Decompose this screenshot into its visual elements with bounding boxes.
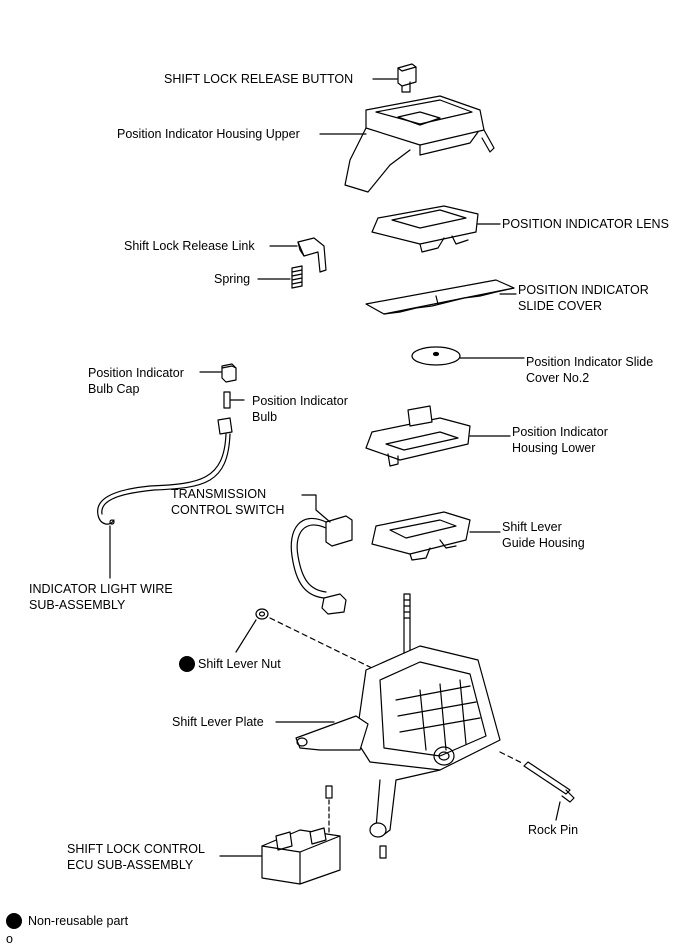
- shift-lever-nut-part: [255, 608, 269, 620]
- label-position-indicator-lens: POSITION INDICATOR LENS: [502, 217, 669, 231]
- bulb-cap-line1: Position Indicator: [88, 366, 184, 380]
- housing-lower-line2: Housing Lower: [512, 441, 596, 455]
- ecu-line1: SHIFT LOCK CONTROL: [67, 842, 205, 856]
- bulb-part: [223, 391, 231, 409]
- indicator-light-wire-part: [97, 417, 233, 525]
- ecu-line2: ECU SUB-ASSEMBLY: [67, 858, 194, 872]
- bulb-cap-part: [221, 363, 237, 383]
- label-transmission-control-switch: TRANSMISSION CONTROL SWITCH: [171, 486, 284, 518]
- slide-cover-no2-part: [411, 346, 461, 366]
- shift-lock-release-link-part: [297, 237, 327, 273]
- position-indicator-lens-part: [371, 205, 479, 253]
- guide-housing-line1: Shift Lever: [502, 520, 562, 534]
- shift-lever-bracket-part: [355, 645, 501, 859]
- label-housing-lower: Position Indicator Housing Lower: [512, 424, 608, 456]
- label-housing-upper: Position Indicator Housing Upper: [117, 127, 300, 141]
- shift-lever-plate-part: [295, 715, 369, 751]
- non-reusable-marker-icon: [179, 656, 195, 672]
- bulb-line1: Position Indicator: [252, 394, 348, 408]
- trans-switch-line1: TRANSMISSION: [171, 487, 267, 501]
- shift-lever-nut-text: Shift Lever Nut: [198, 657, 281, 671]
- position-indicator-housing-lower-part: [365, 405, 471, 467]
- slide-cover-no2-line1: Position Indicator Slide: [526, 355, 654, 369]
- label-slide-cover-no2: Position Indicator Slide Cover No.2: [526, 354, 653, 386]
- slide-cover-no2-line2: Cover No.2: [526, 371, 590, 385]
- label-shift-lever-nut: Shift Lever Nut: [179, 656, 281, 672]
- shift-lock-release-button-part: [397, 63, 417, 93]
- non-reusable-legend-icon: [6, 913, 22, 929]
- guide-housing-line2: Guide Housing: [502, 536, 585, 550]
- transmission-control-switch-part: [290, 515, 353, 615]
- slide-cover-line1: POSITION INDICATOR: [518, 283, 649, 297]
- position-indicator-housing-upper-part: [344, 95, 495, 193]
- label-indicator-light-wire: INDICATOR LIGHT WIRE SUB-ASSEMBLY: [29, 581, 173, 613]
- label-rock-pin: Rock Pin: [528, 823, 579, 837]
- bulb-line2: Bulb: [252, 410, 278, 424]
- bulb-cap-line2: Bulb Cap: [88, 382, 140, 396]
- legend: Non-reusable part: [6, 913, 128, 929]
- label-shift-lock-release-link: Shift Lock Release Link: [124, 239, 255, 253]
- legend-text: Non-reusable part: [28, 914, 129, 928]
- shift-lock-ecu-part: [261, 785, 341, 885]
- trans-switch-line2: CONTROL SWITCH: [171, 503, 285, 517]
- spring-part: [291, 265, 303, 289]
- label-bulb: Position Indicator Bulb: [252, 393, 348, 425]
- corner-mark: o: [6, 932, 13, 946]
- slide-cover-line2: SLIDE COVER: [518, 299, 603, 313]
- label-shift-lock-release-button: SHIFT LOCK RELEASE BUTTON: [164, 72, 354, 86]
- label-guide-housing: Shift Lever Guide Housing: [502, 519, 585, 551]
- label-slide-cover: POSITION INDICATOR SLIDE COVER: [518, 282, 649, 314]
- wire-line2: SUB-ASSEMBLY: [29, 598, 126, 612]
- housing-lower-line1: Position Indicator: [512, 425, 608, 439]
- shift-lever-guide-housing-part: [371, 511, 471, 561]
- slide-cover-part: [365, 279, 515, 315]
- rock-pin-part: [523, 761, 575, 803]
- label-shift-lock-ecu: SHIFT LOCK CONTROL ECU SUB-ASSEMBLY: [67, 841, 205, 873]
- label-shift-lever-plate: Shift Lever Plate: [172, 715, 264, 729]
- wire-line1: INDICATOR LIGHT WIRE: [29, 582, 173, 596]
- label-bulb-cap: Position Indicator Bulb Cap: [88, 365, 184, 397]
- label-spring: Spring: [214, 272, 251, 286]
